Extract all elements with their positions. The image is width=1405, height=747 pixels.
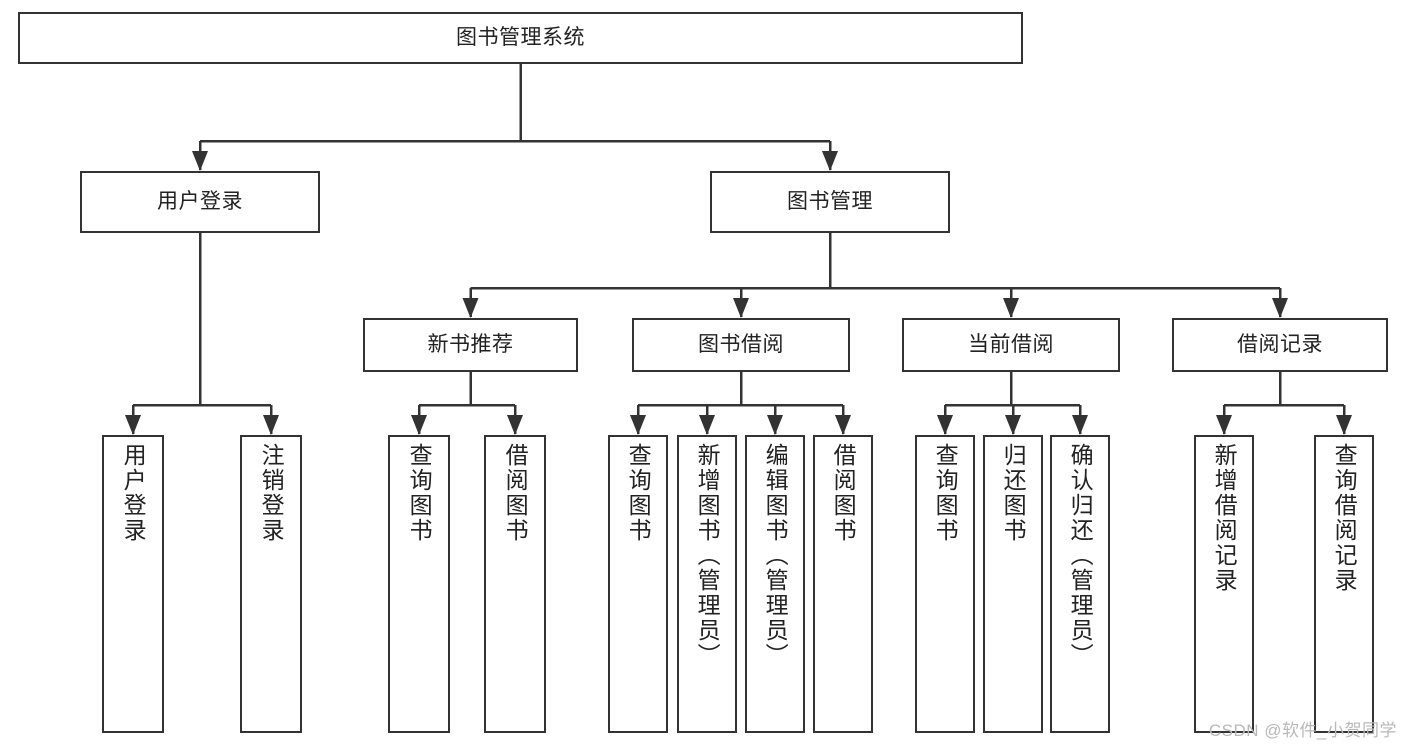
node-leaf-9[interactable]: 查询图书 (915, 435, 975, 733)
node-leaf-5[interactable]: 查询图书 (608, 435, 668, 733)
node-label: 借阅图书 (830, 443, 857, 543)
node-newbook[interactable]: 新书推荐 (363, 318, 578, 372)
node-leaf-4[interactable]: 借阅图书 (484, 435, 546, 733)
node-label: 借阅图书 (502, 443, 529, 543)
node-leaf-7[interactable]: 编辑图书（管理员） (745, 435, 805, 733)
node-label: 归还图书 (1000, 443, 1027, 543)
watermark: CSDN @软件_小贺同学 (1208, 721, 1397, 740)
node-borrow[interactable]: 图书借阅 (632, 318, 850, 372)
node-label: 查询借阅记录 (1331, 443, 1358, 593)
node-leaf-8[interactable]: 借阅图书 (813, 435, 873, 733)
node-label: 图书管理系统 (456, 26, 585, 50)
node-label: 借阅记录 (1237, 333, 1323, 357)
node-label: 查询图书 (932, 443, 959, 543)
node-leaf-3[interactable]: 查询图书 (388, 435, 450, 733)
node-label: 查询图书 (625, 443, 652, 543)
node-current[interactable]: 当前借阅 (902, 318, 1120, 372)
node-leaf-1[interactable]: 用户登录 (102, 435, 164, 733)
node-leaf-6[interactable]: 新增图书（管理员） (677, 435, 737, 733)
node-label: 图书管理 (787, 190, 873, 214)
node-records[interactable]: 借阅记录 (1172, 318, 1388, 372)
node-root[interactable]: 图书管理系统 (18, 12, 1023, 64)
node-label: 用户登录 (157, 190, 243, 214)
node-label: 查询图书 (406, 443, 433, 543)
node-leaf-10[interactable]: 归还图书 (983, 435, 1043, 733)
node-label: 编辑图书（管理员） (762, 443, 789, 668)
node-label: 图书借阅 (698, 333, 784, 357)
node-label: 注销登录 (258, 443, 285, 543)
node-login[interactable]: 用户登录 (80, 171, 320, 233)
node-label: 用户登录 (120, 443, 147, 543)
node-label: 当前借阅 (968, 333, 1054, 357)
node-leaf-12[interactable]: 新增借阅记录 (1194, 435, 1254, 733)
node-label: 新增图书（管理员） (694, 443, 721, 668)
node-leaf-11[interactable]: 确认归还（管理员） (1050, 435, 1110, 733)
node-label: 确认归还（管理员） (1067, 443, 1094, 668)
node-label: 新书推荐 (427, 333, 514, 357)
node-leaf-2[interactable]: 注销登录 (240, 435, 302, 733)
node-label: 新增借阅记录 (1211, 443, 1238, 593)
node-leaf-13[interactable]: 查询借阅记录 (1314, 435, 1374, 733)
node-bookmgr[interactable]: 图书管理 (710, 171, 950, 233)
